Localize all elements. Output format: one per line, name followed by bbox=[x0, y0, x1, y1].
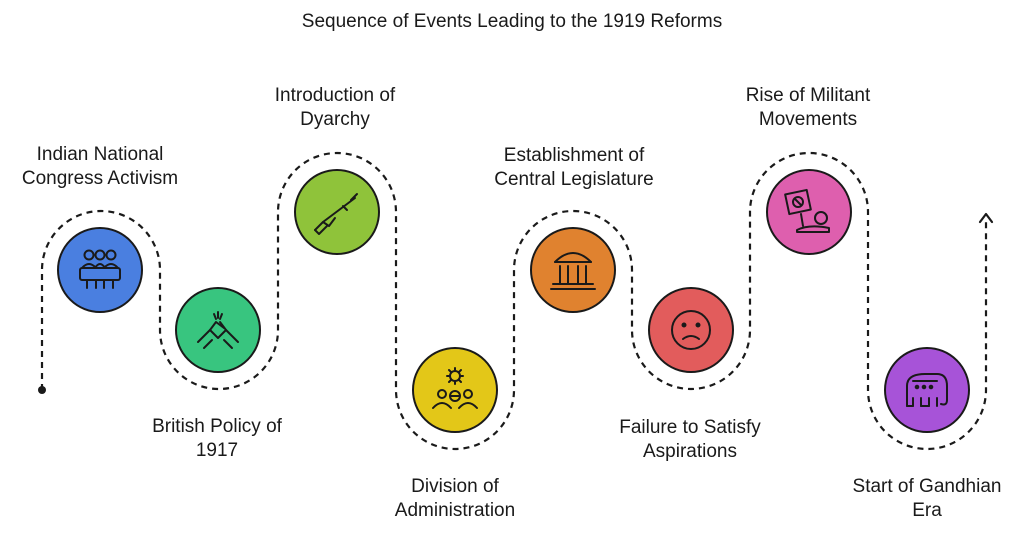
dashed-timeline-path bbox=[40, 151, 988, 451]
step-circle-6 bbox=[648, 287, 734, 373]
protest-sign-icon bbox=[784, 188, 830, 233]
step-label-3: Introduction of Dyarchy bbox=[274, 85, 396, 130]
step-label-1: Indian National Congress Activism bbox=[21, 144, 179, 189]
step-label-4: Division of Administration bbox=[394, 476, 516, 521]
elephant-icon bbox=[906, 373, 948, 407]
step-circle-2 bbox=[175, 287, 261, 373]
step-circle-5 bbox=[530, 227, 616, 313]
timeline-start-dot bbox=[38, 386, 46, 394]
step-circle-1 bbox=[57, 227, 143, 313]
step-circle-4 bbox=[412, 347, 498, 433]
rifle-icon bbox=[314, 193, 358, 235]
step-label-6: Failure to Satisfy Aspirations bbox=[619, 417, 761, 462]
step-label-5: Establishment of Central Legislature bbox=[494, 145, 654, 190]
sad-face-icon bbox=[671, 310, 711, 350]
step-circle-7 bbox=[766, 169, 852, 255]
diagram-title: Sequence of Events Leading to the 1919 R… bbox=[301, 11, 723, 32]
step-label-8: Start of Gandhian Era bbox=[852, 476, 1002, 521]
handshake-icon bbox=[197, 311, 239, 349]
step-label-2: British Policy of 1917 bbox=[152, 416, 282, 461]
step-circle-8 bbox=[884, 347, 970, 433]
government-building-icon bbox=[550, 252, 596, 290]
step-label-7: Rise of Militant Movements bbox=[745, 85, 871, 130]
timeline-end-arrow-icon bbox=[978, 212, 994, 224]
people-gear-icon bbox=[432, 367, 478, 409]
step-circle-3 bbox=[294, 169, 380, 255]
meeting-icon bbox=[79, 249, 121, 289]
